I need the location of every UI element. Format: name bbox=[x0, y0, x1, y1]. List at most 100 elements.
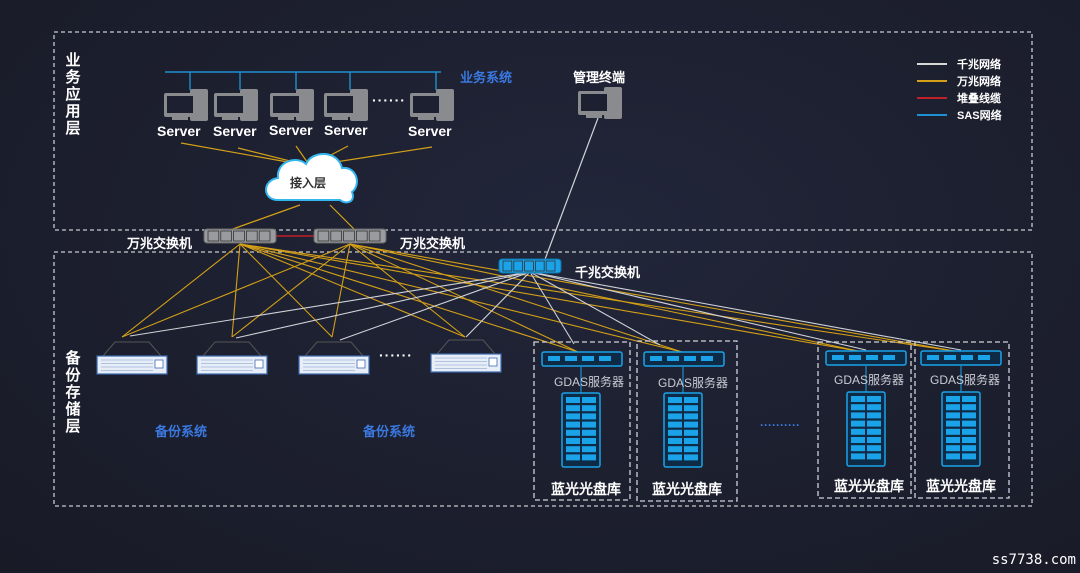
gig-switch-label: 千兆交换机 bbox=[575, 265, 641, 280]
backup-server-icon bbox=[96, 341, 168, 375]
library-slot bbox=[867, 412, 881, 419]
library-slot bbox=[582, 438, 596, 444]
backup-servers-ellipsis: ······ bbox=[379, 347, 413, 363]
pc-screen bbox=[413, 96, 439, 113]
gdas-bay bbox=[927, 355, 939, 360]
legend-item: 堆叠线缆 bbox=[917, 90, 1001, 106]
gdas-bay bbox=[883, 355, 895, 360]
server-top bbox=[202, 341, 262, 357]
gdas-server-label: GDAS服务器 bbox=[834, 373, 905, 387]
bluray-library-label: 蓝光光盘库 bbox=[926, 478, 996, 494]
switch-port bbox=[245, 230, 258, 242]
library-slot bbox=[946, 396, 960, 402]
library-slot bbox=[684, 438, 698, 444]
ten-gig-switch-right-label: 万兆交换机 bbox=[400, 236, 466, 251]
ten-gig-link bbox=[121, 243, 241, 338]
server-label: Server bbox=[269, 122, 313, 138]
switch-port bbox=[355, 230, 368, 242]
ten-gig-link bbox=[331, 243, 351, 338]
library-slot bbox=[566, 429, 580, 436]
library-slot bbox=[867, 428, 881, 435]
switch-port bbox=[233, 230, 245, 242]
library-slot bbox=[946, 412, 960, 419]
library-slot bbox=[851, 437, 865, 443]
business-system-label: 业务系统 bbox=[460, 70, 513, 85]
pc-screen bbox=[273, 96, 299, 113]
gdas-bay bbox=[565, 356, 577, 361]
pc-stand bbox=[418, 117, 434, 120]
backup-server-icon bbox=[298, 341, 370, 375]
library-slot bbox=[946, 404, 960, 411]
library-slot bbox=[962, 404, 976, 411]
server-label: Server bbox=[408, 123, 452, 139]
library-slot bbox=[582, 397, 596, 403]
server-top bbox=[102, 341, 162, 357]
gdas-server-label: GDAS服务器 bbox=[658, 376, 729, 390]
switch-port bbox=[513, 260, 523, 272]
library-slot bbox=[946, 428, 960, 435]
ten-gig-link bbox=[349, 243, 466, 338]
ten-gig-link bbox=[239, 243, 466, 338]
bluray-library-label: 蓝光光盘库 bbox=[834, 478, 904, 494]
server-label: Server bbox=[213, 123, 257, 139]
ten-gig-link bbox=[121, 243, 351, 338]
library-slot bbox=[684, 421, 698, 428]
legend-item: SAS网络 bbox=[917, 107, 1002, 123]
bluray-library-icon bbox=[663, 392, 703, 468]
pc-screen bbox=[581, 94, 607, 111]
management-terminal-icon bbox=[578, 87, 622, 119]
pc-stand bbox=[172, 117, 188, 120]
pc-screen bbox=[327, 96, 353, 113]
bluray-library-icon bbox=[941, 391, 981, 467]
pc-screen bbox=[217, 96, 243, 113]
backup-system-label: 备份系统 bbox=[363, 424, 416, 439]
library-slot bbox=[962, 428, 976, 435]
server-label: Server bbox=[157, 123, 201, 139]
gdas-bay bbox=[832, 355, 844, 360]
gdas-server-icon bbox=[541, 351, 623, 367]
server-body bbox=[430, 353, 502, 373]
gdas-bay bbox=[944, 355, 956, 360]
ten-gig-link bbox=[239, 243, 961, 353]
library-slot bbox=[851, 412, 865, 419]
pc-stand bbox=[222, 117, 238, 120]
gig-link bbox=[529, 271, 867, 351]
library-slot bbox=[867, 445, 881, 452]
library-slot bbox=[582, 454, 596, 461]
gdas-unit-frame bbox=[817, 341, 912, 499]
devices bbox=[96, 87, 1010, 502]
ten-gig-link bbox=[349, 243, 683, 353]
server-body bbox=[298, 355, 370, 375]
access-layer-label: 接入层 bbox=[290, 176, 327, 190]
switch-port bbox=[317, 230, 330, 242]
library-slot bbox=[867, 420, 881, 427]
library-slot bbox=[962, 412, 976, 419]
server-icon bbox=[270, 89, 314, 121]
management-terminal-label: 管理终端 bbox=[573, 70, 626, 85]
switch-port bbox=[343, 230, 355, 242]
library-slot bbox=[962, 437, 976, 443]
legend-item: 万兆网络 bbox=[917, 73, 1001, 89]
bluray-library-label: 蓝光光盘库 bbox=[551, 481, 621, 497]
server-icon bbox=[410, 89, 454, 121]
ten-gig-switch-right bbox=[313, 228, 387, 244]
library-slot bbox=[668, 438, 682, 444]
library-slot bbox=[566, 421, 580, 428]
library-slot bbox=[867, 437, 881, 443]
watermark: ss7738.com bbox=[991, 552, 1076, 568]
ten-gig-link bbox=[349, 243, 579, 353]
library-slot bbox=[946, 453, 960, 460]
gdas-server-icon bbox=[643, 351, 725, 367]
server-led bbox=[254, 359, 264, 369]
library-slot bbox=[668, 397, 682, 403]
library-slot bbox=[962, 420, 976, 427]
gig-link bbox=[543, 117, 599, 263]
gdas-unit-frame bbox=[914, 341, 1010, 499]
switch-port bbox=[502, 260, 513, 272]
library-slot bbox=[684, 397, 698, 403]
pc-stand bbox=[278, 117, 294, 120]
library-slot bbox=[962, 396, 976, 402]
gdas-bay bbox=[599, 356, 611, 361]
